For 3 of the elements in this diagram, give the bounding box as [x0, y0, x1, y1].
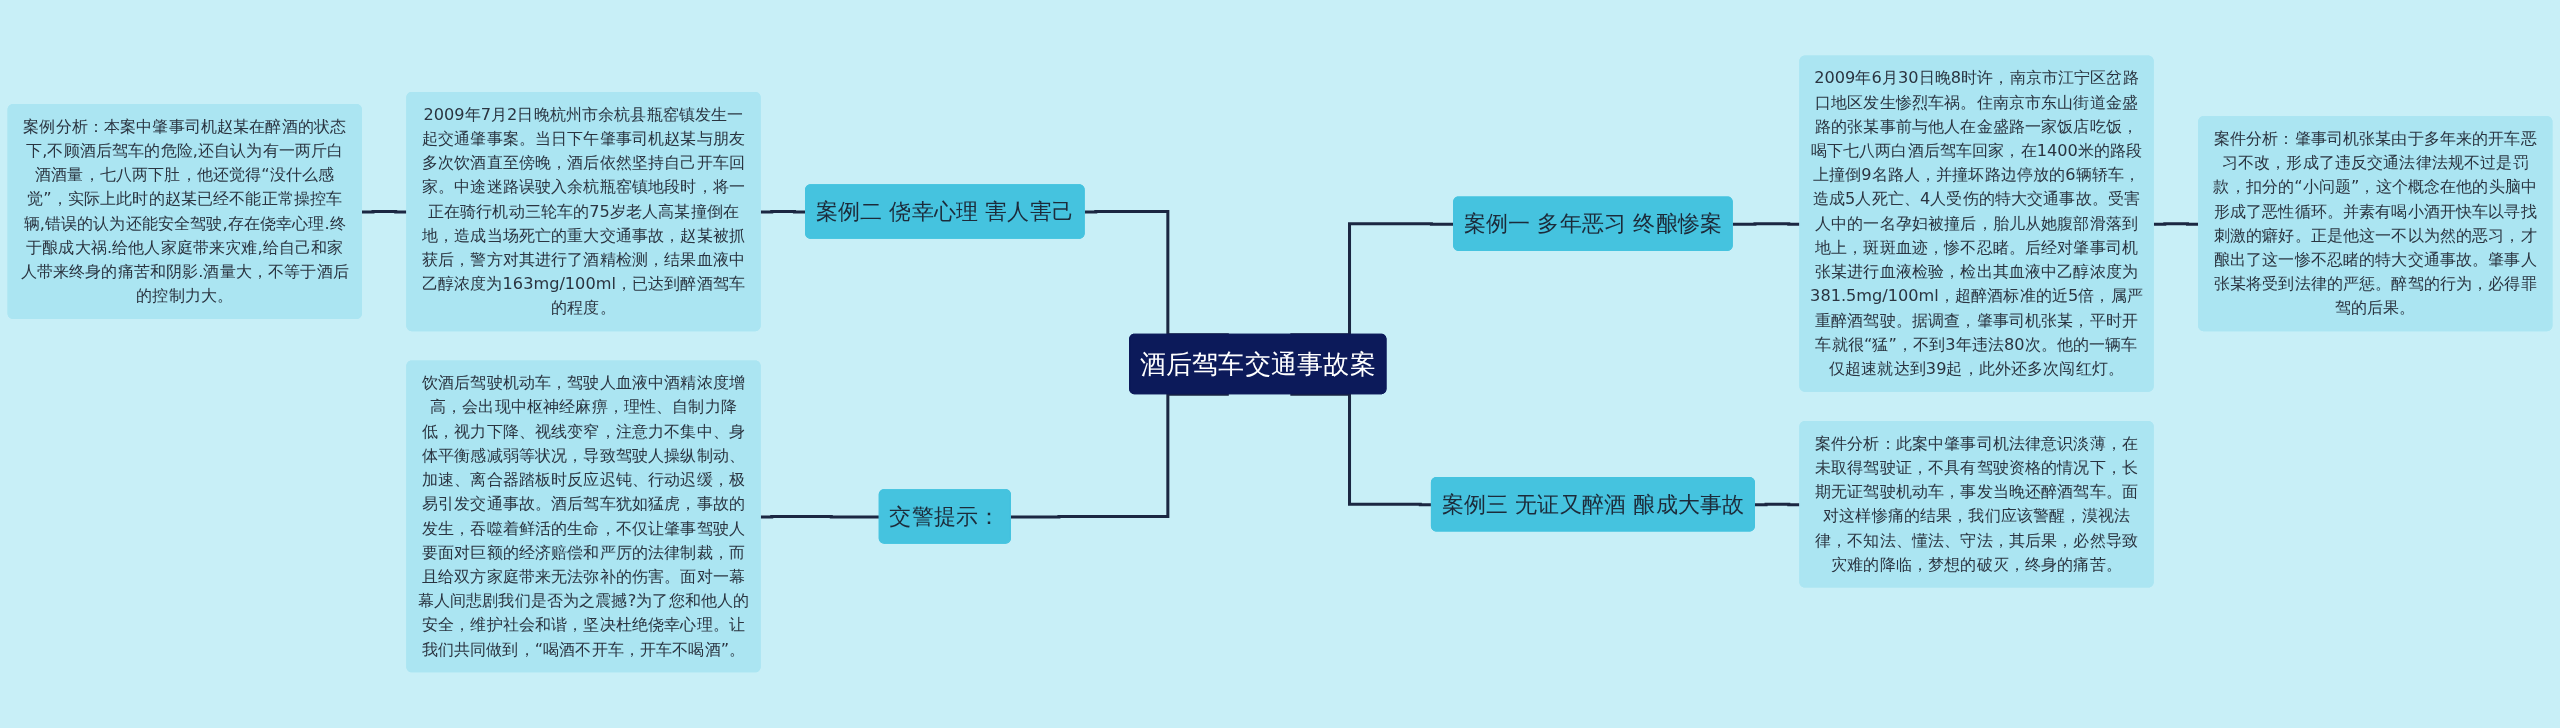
- connector: [1290, 392, 1432, 507]
- connector: [760, 514, 880, 519]
- connector: [1011, 392, 1229, 519]
